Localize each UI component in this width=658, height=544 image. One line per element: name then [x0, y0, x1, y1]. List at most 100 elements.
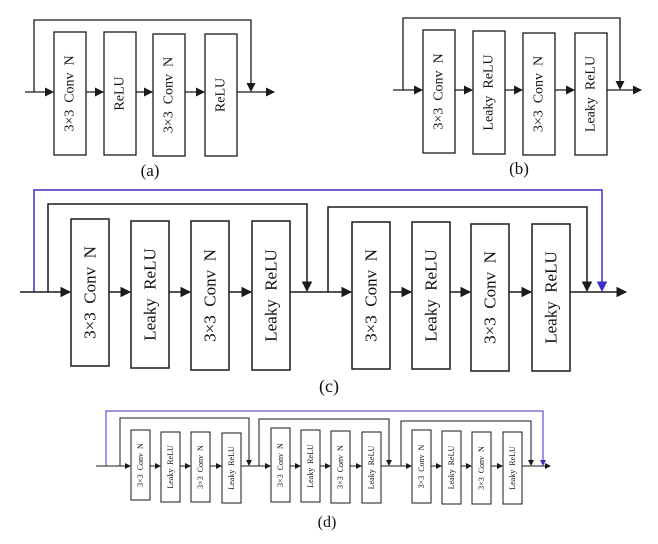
arrow-right-icon	[241, 286, 252, 298]
output-arrow-icon	[545, 463, 551, 469]
arrow-right-icon	[295, 463, 301, 469]
layer-leaky-relu: Leaky ReLU	[472, 30, 506, 155]
skip-connection	[402, 17, 621, 90]
layer-conv: 3×3 Conv N	[470, 223, 510, 372]
layer-box	[152, 33, 186, 157]
layer-box	[522, 32, 556, 156]
arrow-right-icon	[401, 286, 412, 298]
layer-box	[472, 30, 506, 155]
layer-label: 3×3 Conv N	[136, 443, 145, 487]
layer-box	[160, 431, 181, 503]
layer-label: 3×3 Conv N	[362, 249, 381, 342]
arrow-right-icon	[120, 286, 131, 298]
layer-leaky-relu: Leaky ReLU	[531, 223, 571, 372]
layer-conv: 3×3 Conv N	[422, 29, 456, 154]
layer-label: 3×3 Conv N	[481, 251, 500, 344]
layer-box	[351, 221, 391, 370]
layer-label: Leaky ReLU	[262, 249, 281, 342]
skip-arrow-icon	[615, 81, 625, 90]
layer-box	[204, 33, 238, 157]
arrow-right-icon	[414, 85, 423, 95]
arrow-right-icon	[436, 463, 442, 469]
arrow-right-icon	[514, 85, 523, 95]
layer-box	[470, 223, 510, 372]
layer-leaky-relu: Leaky ReLU	[251, 220, 291, 371]
arrow-right-icon	[155, 463, 161, 469]
layer-box	[130, 220, 170, 369]
arrow-right-icon	[521, 286, 532, 298]
layer-label: Leaky ReLU	[166, 445, 175, 489]
arrow-right-icon	[406, 463, 412, 469]
output-arrow-icon	[266, 87, 275, 97]
layer-leaky-relu: Leaky ReLU	[221, 432, 242, 504]
layer-leaky-relu: Leaky ReLU	[502, 431, 523, 505]
layer-leaky-relu: Leaky ReLU	[574, 32, 608, 156]
panel-caption: (d)	[318, 514, 337, 531]
skip-connection	[258, 418, 390, 466]
layer-label: 3×3 Conv N	[432, 53, 447, 129]
skip-arrow-icon	[528, 460, 534, 466]
skip-arrow-icon	[581, 281, 593, 292]
layer-conv: 3×3 Conv N	[270, 427, 291, 503]
layer-leaky-relu: Leaky ReLU	[130, 220, 170, 369]
arrow-right-icon	[341, 286, 352, 298]
panel-caption: (a)	[141, 161, 160, 180]
arrow-right-icon	[60, 286, 71, 298]
arrow-right-icon	[196, 87, 205, 97]
layer-label: 3×3 Conv N	[196, 445, 205, 489]
layer-label: Leaky ReLU	[422, 249, 441, 342]
layer-conv: 3×3 Conv N	[70, 218, 110, 367]
panel-caption: (b)	[509, 159, 529, 178]
arrow-right-icon	[216, 463, 222, 469]
layer-label: Leaky ReLU	[306, 444, 315, 488]
layer-box	[70, 218, 110, 367]
layer-box	[411, 221, 451, 370]
layer-leaky-relu: Leaky ReLU	[160, 431, 181, 503]
global-skip-connection	[33, 189, 603, 292]
layer-label: Leaky ReLU	[482, 54, 497, 130]
arrow-right-icon	[466, 463, 472, 469]
skip-connection	[33, 19, 252, 92]
layer-box	[574, 32, 608, 156]
layer-box	[330, 430, 351, 504]
layer-box	[441, 430, 462, 505]
arrow-right-icon	[356, 463, 362, 469]
arrow-right-icon	[325, 463, 331, 469]
layer-box	[471, 431, 492, 505]
layer-leaky-relu: Leaky ReLU	[361, 431, 382, 504]
skip-connection	[400, 420, 532, 466]
layer-label: Leaky ReLU	[141, 248, 160, 341]
layer-label: 3×3 Conv N	[336, 445, 345, 489]
layer-label: 3×3 Conv N	[201, 249, 220, 342]
layer-box	[422, 29, 456, 154]
layer-relu: ReLU	[204, 33, 238, 157]
layer-box	[221, 432, 242, 504]
skip-arrow-icon	[246, 83, 256, 92]
layer-conv: 3×3 Conv N	[351, 221, 391, 370]
output-arrow-icon	[633, 85, 642, 95]
layer-label: ReLU	[113, 76, 128, 110]
global-skip-connection	[105, 410, 544, 466]
layer-conv: 3×3 Conv N	[190, 431, 211, 503]
skip-arrow-icon	[386, 460, 392, 466]
layer-conv: 3×3 Conv N	[130, 429, 151, 501]
layer-box	[53, 31, 87, 156]
panel-d: 3×3 Conv N Leaky ReLU 3×3 Conv N Leaky ReLU…	[96, 410, 551, 531]
layer-leaky-relu: Leaky ReLU	[300, 429, 321, 503]
layer-box	[103, 31, 137, 156]
skip-arrow-icon	[246, 460, 252, 466]
arrow-right-icon	[95, 87, 104, 97]
layer-label: 3×3 Conv N	[417, 444, 426, 488]
layer-conv: 3×3 Conv N	[53, 31, 87, 156]
output-arrow-icon	[616, 286, 627, 298]
layer-label: 3×3 Conv N	[477, 446, 486, 490]
layer-box	[270, 427, 291, 503]
skip-arrow-icon	[301, 281, 313, 292]
layer-label: Leaky ReLU	[227, 446, 236, 490]
layer-box	[361, 431, 382, 504]
layer-conv: 3×3 Conv N	[190, 220, 230, 371]
global-skip-arrow-icon	[596, 281, 608, 292]
arrow-right-icon	[180, 286, 191, 298]
